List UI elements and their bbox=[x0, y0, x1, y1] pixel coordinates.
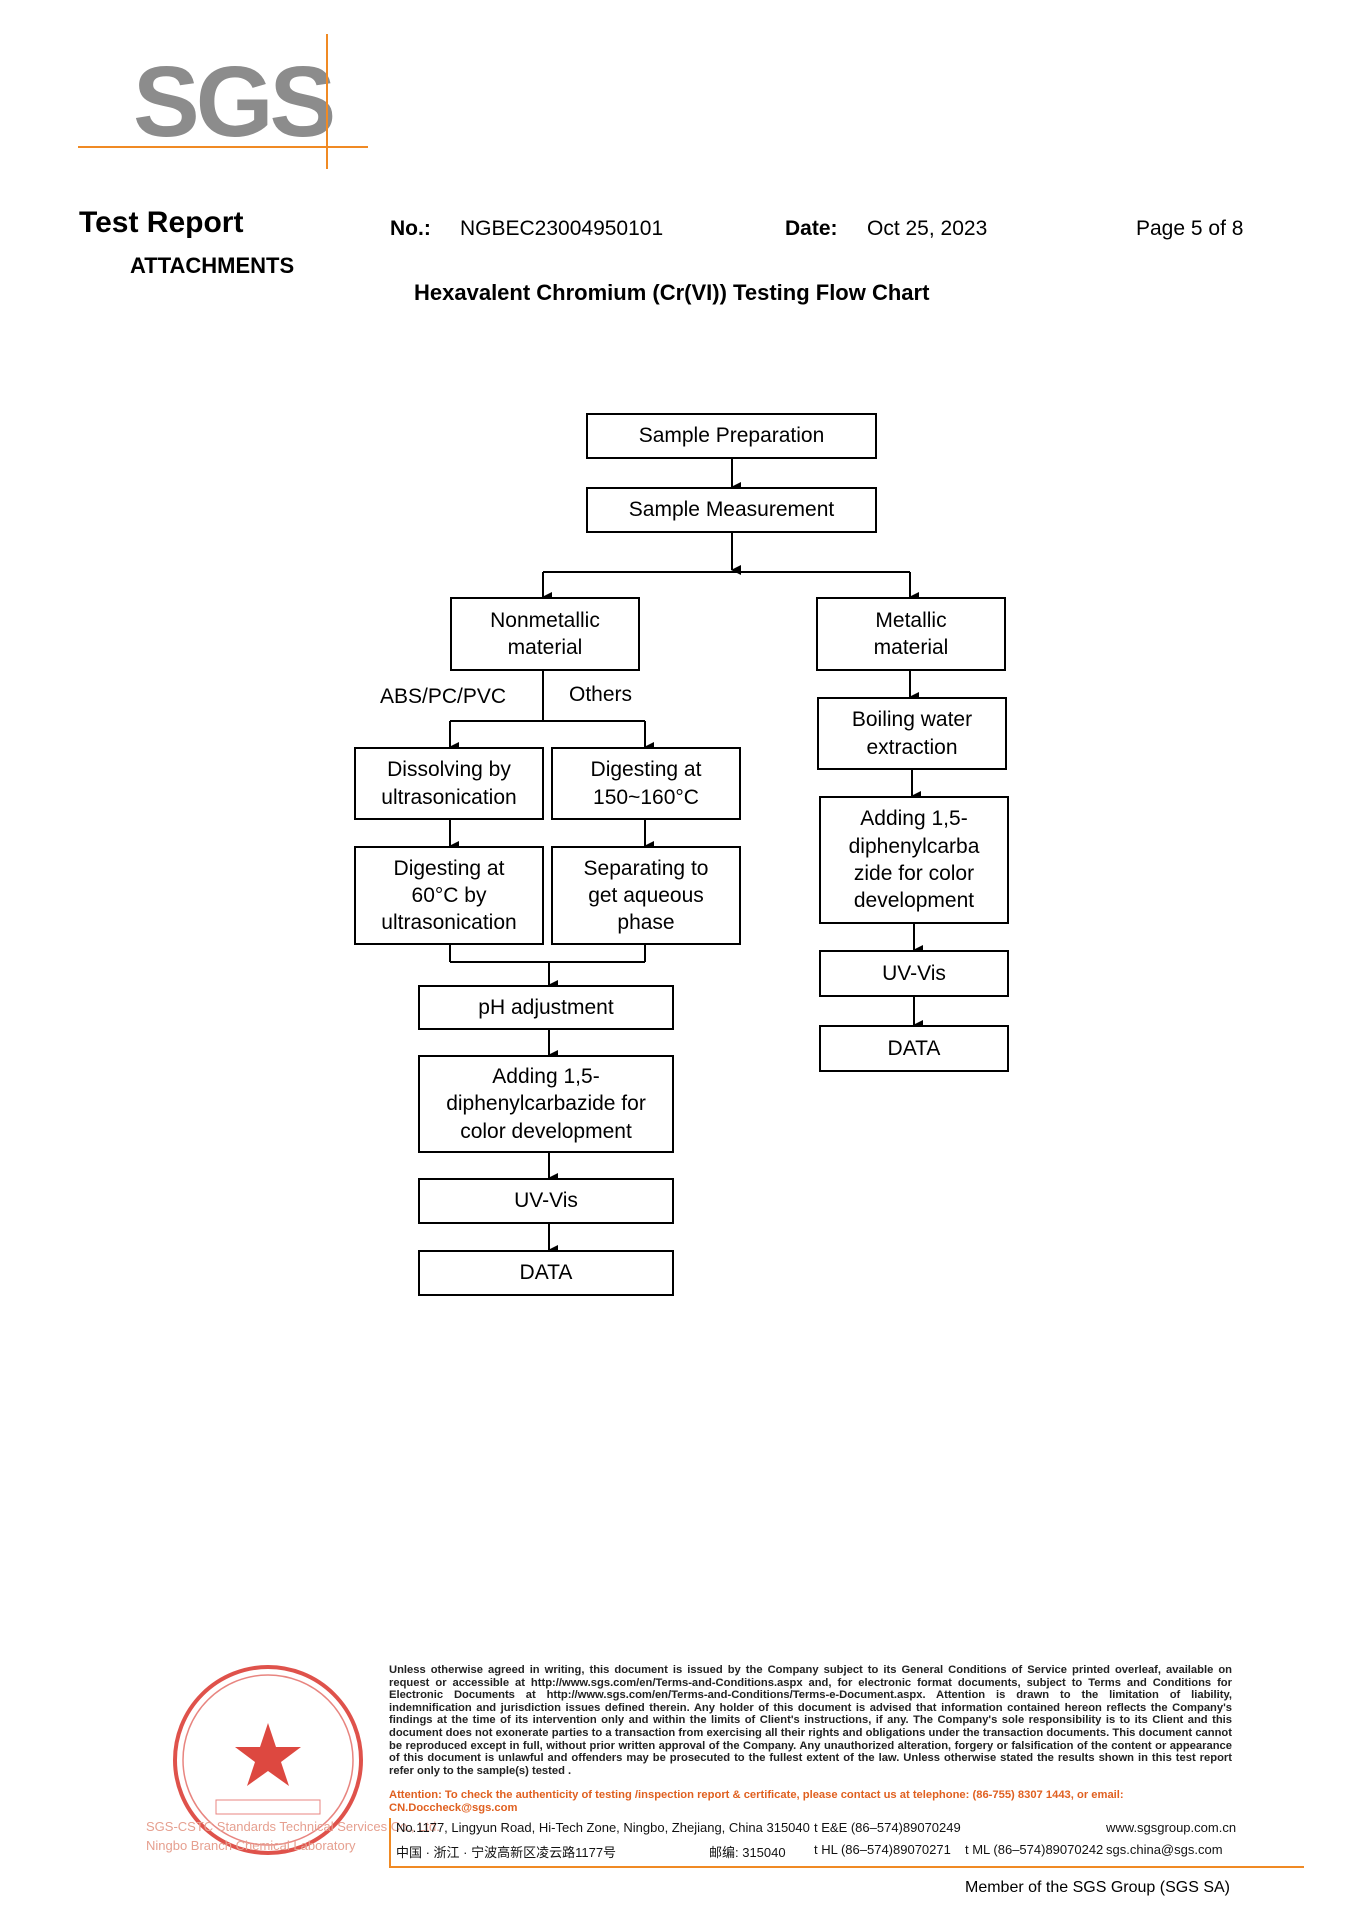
company-seal-stamp bbox=[173, 1665, 363, 1855]
node-sample-measurement: Sample Measurement bbox=[586, 487, 877, 533]
logo-text: SGS bbox=[133, 46, 336, 158]
phone-ml: t ML (86–574)89070242 bbox=[965, 1842, 1104, 1857]
node-data-right: DATA bbox=[819, 1025, 1009, 1072]
node-ph-adjustment: pH adjustment bbox=[418, 985, 674, 1030]
footer-vertical-rule bbox=[389, 1818, 391, 1868]
report-number-label: No.: bbox=[390, 217, 431, 240]
seal-organization-line1: SGS-CSTC Standards Technical Services Co… bbox=[146, 1819, 440, 1834]
logo-vertical-rule bbox=[326, 34, 328, 169]
seal-organization-line2: Ningbo Branch Chemical Laboratory bbox=[146, 1838, 356, 1853]
contact-email: sgs.china@sgs.com bbox=[1106, 1842, 1223, 1857]
footer-horizontal-rule bbox=[389, 1866, 1304, 1868]
node-data-left: DATA bbox=[418, 1250, 674, 1296]
legal-disclaimer: Unless otherwise agreed in writing, this… bbox=[389, 1664, 1232, 1777]
phone-ee: t E&E (86–574)89070249 bbox=[814, 1820, 961, 1835]
authenticity-notice: Attention: To check the authenticity of … bbox=[389, 1789, 1124, 1814]
logo-horizontal-rule bbox=[78, 146, 368, 148]
postcode: 邮编: 315040 bbox=[709, 1845, 786, 1860]
report-date: Oct 25, 2023 bbox=[867, 217, 988, 240]
group-membership: Member of the SGS Group (SGS SA) bbox=[965, 1879, 1230, 1896]
node-digesting-60: Digesting at 60°C by ultrasonication bbox=[354, 846, 544, 945]
node-separating: Separating to get aqueous phase bbox=[551, 846, 741, 945]
section-label: ATTACHMENTS bbox=[130, 253, 295, 278]
node-digesting-150-160: Digesting at 150~160°C bbox=[551, 747, 741, 820]
date-label: Date: bbox=[785, 217, 838, 240]
node-nonmetallic-material: Nonmetallic material bbox=[450, 597, 640, 671]
address-english: No.1177, Lingyun Road, Hi-Tech Zone, Nin… bbox=[396, 1820, 810, 1835]
address-chinese: 中国 · 浙江 · 宁波高新区凌云路1177号 bbox=[396, 1845, 617, 1860]
report-title: Test Report bbox=[79, 206, 244, 239]
node-adding-diphenylcarbazide-left: Adding 1,5- diphenylcarbazide for color … bbox=[418, 1055, 674, 1153]
flowchart-title: Hexavalent Chromium (Cr(VI)) Testing Flo… bbox=[414, 280, 930, 305]
node-dissolving: Dissolving by ultrasonication bbox=[354, 747, 544, 820]
node-sample-preparation: Sample Preparation bbox=[586, 413, 877, 459]
edge-label-others: Others bbox=[569, 683, 633, 706]
phone-hl: t HL (86–574)89070271 bbox=[814, 1842, 951, 1857]
website: www.sgsgroup.com.cn bbox=[1106, 1820, 1237, 1835]
node-adding-diphenylcarbazide-right: Adding 1,5- diphenylcarba zide for color… bbox=[819, 796, 1009, 924]
node-uv-vis-right: UV-Vis bbox=[819, 950, 1009, 997]
node-boiling-water-extraction: Boiling water extraction bbox=[817, 697, 1007, 770]
page-indicator: Page 5 of 8 bbox=[1136, 217, 1244, 240]
report-number: NGBEC23004950101 bbox=[460, 217, 664, 240]
node-uv-vis-left: UV-Vis bbox=[418, 1178, 674, 1224]
node-metallic-material: Metallic material bbox=[816, 597, 1006, 671]
sgs-logo: SGS bbox=[78, 34, 368, 169]
edge-label-abs-pc-pvc: ABS/PC/PVC bbox=[380, 685, 507, 708]
